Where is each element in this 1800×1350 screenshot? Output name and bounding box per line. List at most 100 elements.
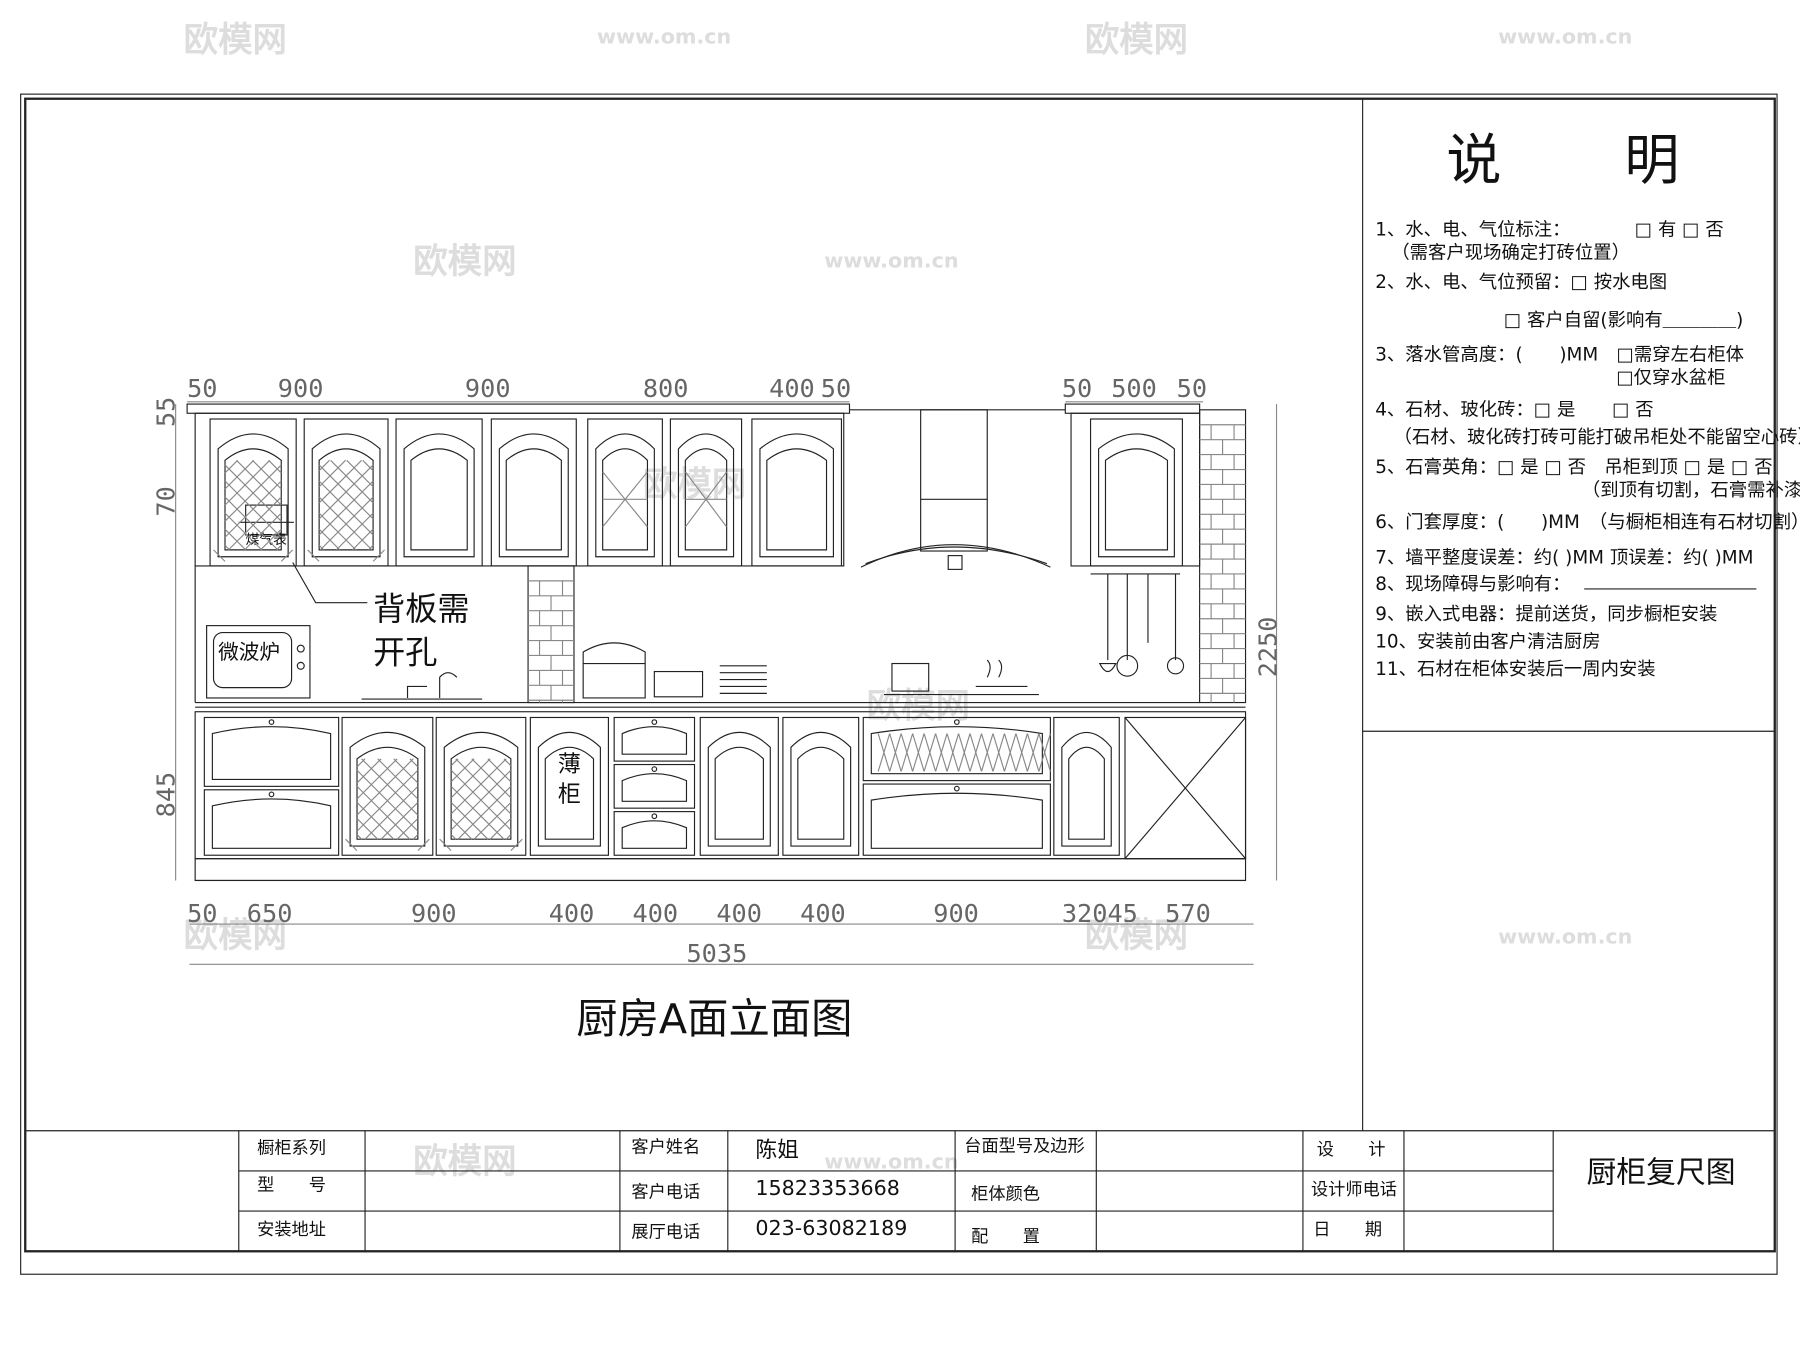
note-line: 3、落水管高度：( )MM □需穿左右柜体 — [1375, 344, 1744, 365]
lattice-line — [900, 733, 914, 772]
dim-label-total: 5035 — [686, 939, 747, 968]
lattice-line — [244, 512, 282, 551]
drawer-panel — [211, 726, 332, 781]
upper-cabinet-door — [751, 418, 843, 567]
lattice-line — [877, 733, 891, 772]
lattice-line — [318, 464, 374, 520]
config-label: 配 置 — [971, 1227, 1040, 1247]
lattice-line — [335, 512, 374, 551]
notes-title-2: 明 — [1624, 128, 1679, 192]
customer-name-label: 客户姓名 — [631, 1138, 700, 1158]
toe-kick — [194, 858, 1247, 882]
drawer-panel — [870, 726, 1043, 775]
lattice-line — [377, 758, 419, 800]
lattice-line — [356, 758, 414, 816]
drawer-panel — [621, 726, 688, 755]
leader-line — [292, 562, 368, 604]
drawer-front — [203, 789, 340, 856]
lattice-line — [356, 758, 366, 768]
lattice-line — [318, 528, 341, 551]
door-inner-panel — [797, 746, 845, 840]
note-line: 1、水、电、气位标注： □ 有 □ 否 — [1375, 219, 1723, 240]
door-frame — [435, 716, 527, 856]
lattice-line — [307, 549, 320, 562]
upper-cabinet-door — [1089, 418, 1183, 567]
door-panel — [1061, 732, 1112, 847]
lattice-line — [503, 758, 512, 767]
drawer-knob — [651, 719, 658, 725]
door-frame — [341, 716, 434, 856]
base-cabinet-door — [435, 716, 527, 856]
dim-label-bottom: 650 — [247, 899, 293, 928]
lattice-line — [409, 758, 419, 768]
drawer-panel — [870, 792, 1043, 849]
note-line: （石材、玻化砖打砖可能打破吊柜处不能留空心砖） — [1394, 427, 1800, 448]
lattice-line — [489, 818, 512, 840]
watermarks: 欧模网 www.om.cn 欧模网 www.om.cn 欧模网 www.om.c… — [184, 21, 1633, 1183]
lattice-line — [396, 818, 419, 840]
dim-label-bottom: 400 — [633, 899, 679, 928]
customer-phone-label: 客户电话 — [631, 1182, 700, 1202]
lattice-line — [1026, 733, 1040, 772]
drawer-panel — [211, 798, 332, 849]
backboard-note-1: 背板需 — [373, 590, 469, 628]
notes-title-1: 说 — [1446, 128, 1501, 192]
cabinet-color-label: 柜体颜色 — [971, 1185, 1040, 1205]
door-panel — [677, 433, 735, 558]
lattice-line — [356, 758, 398, 800]
dim-label-bottom: 50 — [187, 899, 217, 928]
thin-cabinet-label-1: 薄 — [558, 751, 581, 777]
drawer-knob — [953, 719, 960, 725]
lattice-line — [224, 459, 239, 474]
note-line: 8、现场障碍与影响有： — [1375, 574, 1570, 595]
cabinet-doors — [203, 418, 1183, 856]
door-panel — [790, 732, 852, 847]
upper-cabinet-door — [303, 418, 389, 567]
door-inner-panel — [318, 448, 374, 551]
lattice-line — [346, 459, 374, 488]
lattice-line — [228, 496, 282, 551]
dim-label-top: 900 — [465, 374, 511, 403]
dim-label-top: 900 — [278, 374, 324, 403]
dim-label-top: 400 — [769, 374, 815, 403]
lattice-line — [912, 733, 925, 772]
upper-cabinet-door — [209, 418, 297, 567]
drawer-knob — [953, 785, 960, 792]
lattice-line — [450, 769, 512, 831]
door-inner-panel — [602, 448, 649, 551]
dim-label-top: 50 — [187, 374, 217, 403]
base-cabinet-door — [699, 716, 779, 856]
drawing-title: 厨房A面立面图 — [576, 995, 852, 1043]
watermark-logo: 欧模网 — [413, 242, 516, 282]
lattice-line — [224, 459, 271, 506]
door-inner-panel — [766, 448, 828, 551]
note-line: 7、墙平整度误差：约( )MM 顶误差：约( )MM — [1375, 548, 1753, 569]
lattice-line — [450, 834, 457, 840]
lattice-line — [356, 785, 411, 840]
lattice-line — [356, 802, 395, 840]
note-line: 10、安装前由客户清洁厨房 — [1375, 631, 1600, 652]
drawer-front — [862, 783, 1051, 856]
kitchen-elevation: 微波炉 — [151, 374, 1282, 1043]
lattice-line — [450, 758, 475, 783]
note-line: （需客户现场确定打砖位置） — [1391, 242, 1630, 263]
lattice-line — [889, 733, 902, 772]
lattice-line — [362, 459, 374, 472]
lattice-line — [417, 838, 430, 852]
drawer-front — [613, 811, 696, 856]
door-inner-panel — [714, 746, 764, 840]
showroom-phone-label: 展厅电话 — [631, 1223, 700, 1243]
date-label: 日 期 — [1313, 1220, 1382, 1240]
dim-label-bottom: 900 — [411, 899, 457, 928]
door-frame — [209, 418, 297, 567]
lattice-line — [980, 733, 994, 772]
door-frame — [1089, 418, 1183, 567]
cooktop — [883, 659, 1039, 696]
dim-label-right: 2250 — [1254, 616, 1283, 677]
door-frame — [751, 418, 843, 567]
note-line: 4、石材、玻化砖：□ 是 □ 否 — [1375, 400, 1653, 421]
lattice-line — [252, 459, 282, 490]
door-inner-panel — [224, 448, 282, 551]
lattice-line — [224, 459, 255, 490]
